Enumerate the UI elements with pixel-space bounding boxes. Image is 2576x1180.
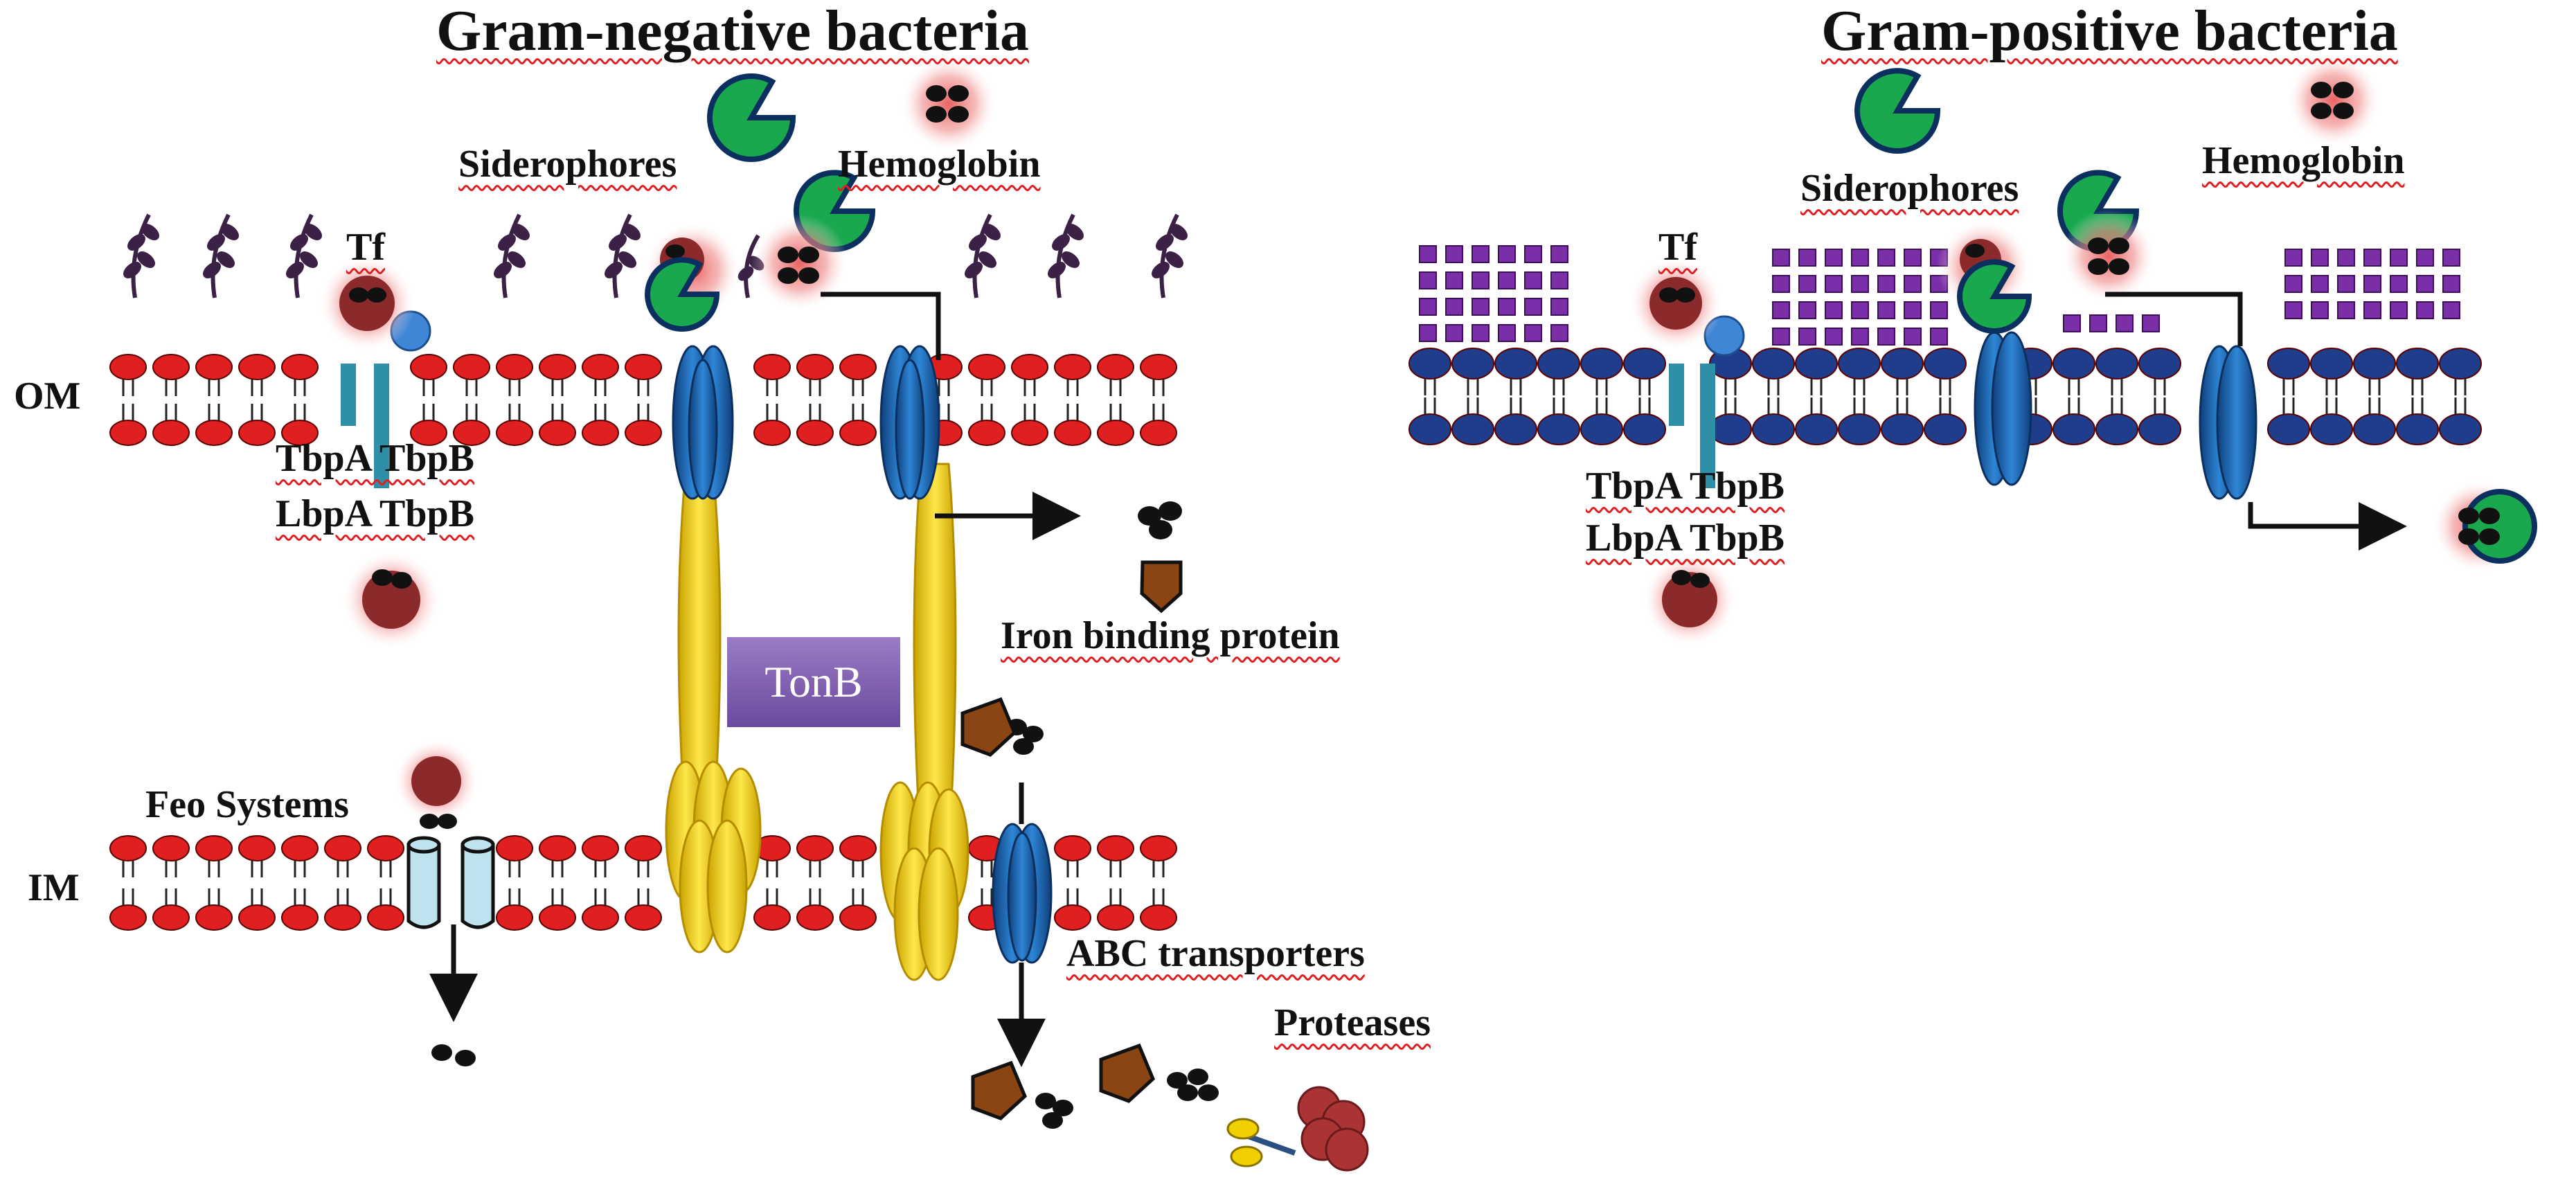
- label-tonb: TonB: [727, 637, 900, 727]
- label-hemoglobin: Hemoglobin: [838, 143, 1041, 186]
- positive-hemoglobin-bound: [2061, 209, 2156, 303]
- iron-binding-proteins: [960, 560, 1183, 1120]
- positive-free-iron-complex: [1643, 553, 1737, 647]
- label-siderophores: Siderophores: [458, 143, 677, 186]
- transport-arrows: [429, 292, 1081, 1067]
- lps-chains: [123, 213, 1188, 298]
- positive-siderophore-free: [1854, 68, 1941, 154]
- protease-scissors: [1226, 1086, 1369, 1172]
- iron-ions: [431, 501, 1219, 1129]
- tonb-complex: [665, 463, 969, 981]
- label-feo-systems: Feo Systems: [145, 783, 349, 826]
- label-om: OM: [14, 375, 81, 418]
- label-tf: Tf: [346, 226, 385, 269]
- label-iron-binding-protein: Iron binding protein: [1001, 614, 1340, 657]
- positive-transferrin: [1629, 256, 1723, 350]
- iron-complex-free: [341, 550, 441, 650]
- positive-porins: [1974, 331, 2257, 500]
- label-positive-tbpa-tbpb: TbpA TbpB: [1586, 465, 1785, 508]
- positive-hemoglobin-free: [2287, 53, 2381, 148]
- positive-transport-arrows: [2105, 292, 2407, 551]
- feo-system: [406, 836, 495, 929]
- title-gram-negative: Gram-negative bacteria: [436, 0, 1030, 63]
- siderophore-free: [706, 73, 796, 162]
- label-lbpa-tbpb: LbpA TbpB: [276, 492, 474, 535]
- feo-iron-complex: [393, 738, 479, 829]
- cytoplasmic-membrane: [1408, 348, 2482, 445]
- transferrin-molecule: [319, 255, 415, 352]
- hemoglobin-free: [900, 55, 997, 152]
- positive-imported-complex: [2432, 479, 2538, 573]
- label-tbpa-tbpb: TbpA TbpB: [276, 437, 474, 480]
- label-positive-lbpa-tbpb: LbpA TbpB: [1586, 517, 1785, 560]
- title-gram-positive: Gram-positive bacteria: [1821, 0, 2398, 63]
- abc-transporter: [992, 823, 1053, 964]
- outer-membrane: [109, 354, 1177, 446]
- hemoglobin-bound: [751, 215, 848, 312]
- label-im: IM: [28, 866, 80, 909]
- label-positive-siderophores: Siderophores: [1800, 167, 2019, 210]
- label-abc-transporters: ABC transporters: [1066, 932, 1365, 975]
- label-positive-tf: Tf: [1658, 226, 1697, 269]
- om-porins: [672, 345, 940, 500]
- inner-membrane: [109, 835, 1177, 931]
- peptidoglycan-layer: [1419, 245, 2460, 346]
- label-proteases: Proteases: [1274, 1001, 1431, 1044]
- label-positive-hemoglobin: Hemoglobin: [2202, 139, 2405, 182]
